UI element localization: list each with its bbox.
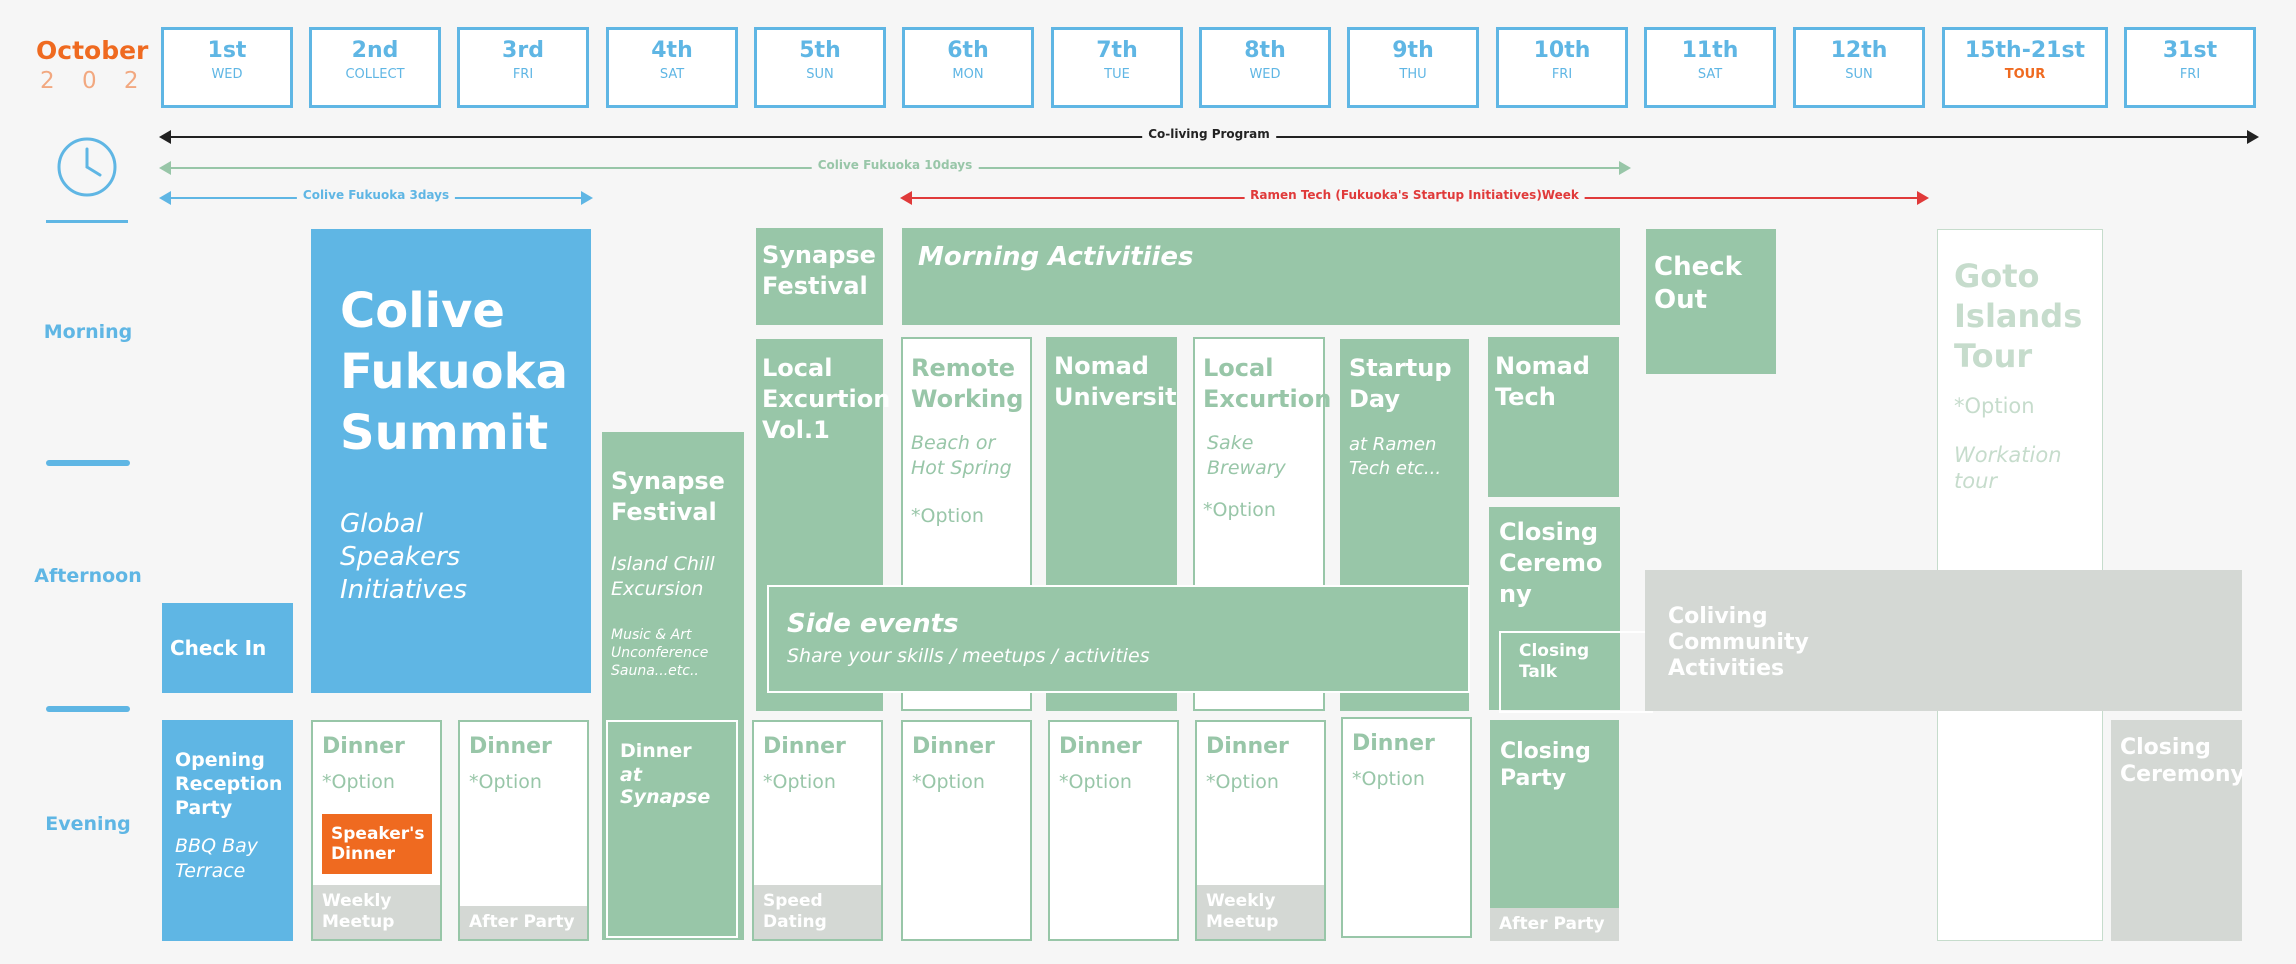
checkout-card: Check Out [1646,229,1776,374]
coliving-community-activities: Coliving Community Activities [1645,570,2242,711]
dinner-card-8th: Dinner *Option Weekly Meetup [1195,720,1326,941]
closing-ceremony-green: Closing Ceremo ny Closing Talk [1489,507,1653,713]
morning-activities: Morning Activitiies [902,228,1620,325]
dinner-card-3rd: Dinner *Option After Party [458,720,589,941]
clock-icon [56,136,118,198]
range-3days: Colive Fukuoka 3days [159,188,593,205]
divider [46,220,128,223]
closing-ceremony-gray: Closing Ceremony [2111,720,2242,941]
sidebar-afternoon-label: Afternoon [34,565,142,587]
sidebar-morning-label: Morning [43,321,133,343]
divider [46,460,130,466]
side-events: Side events Share your skills / meetups … [767,585,1470,693]
summit-card: Colive Fukuoka Summit Global Speakers In… [311,229,591,693]
divider [46,706,130,712]
checkin-card: Check In [162,603,293,693]
dinner-card-6th: Dinner *Option [901,720,1032,941]
nomad-tech: Nomad Tech [1488,337,1619,497]
year-label: 2 0 2 5 [40,68,191,94]
range-10days: Colive Fukuoka 10days [159,158,1631,175]
dinner-card-9th: Dinner *Option [1341,717,1472,938]
dinner-card-5th: Dinner *Option Speed Dating [752,720,883,941]
range-co-living: Co-living Program [159,127,2259,144]
dinner-card-7th: Dinner *Option [1048,720,1179,941]
sidebar-evening-label: Evening [45,813,131,835]
dinner-synapse-card: Dinner at Synapse [606,720,738,938]
synapse-festival-5th: Synapse Festival [756,228,883,325]
closing-party-card: Closing Party After Party [1490,720,1619,941]
reception-card: Opening Reception Party BBQ Bay Terrace [162,720,293,941]
dinner-card-2nd: Dinner *Option Speaker's Dinner Weekly M… [311,720,442,941]
closing-talk-box: Closing Talk [1499,631,1653,713]
range-ramen-tech: Ramen Tech (Fukuoka's Startup Initiative… [900,188,1929,205]
speakers-dinner-badge: Speaker's Dinner [322,814,432,874]
month-label: October [36,36,149,65]
